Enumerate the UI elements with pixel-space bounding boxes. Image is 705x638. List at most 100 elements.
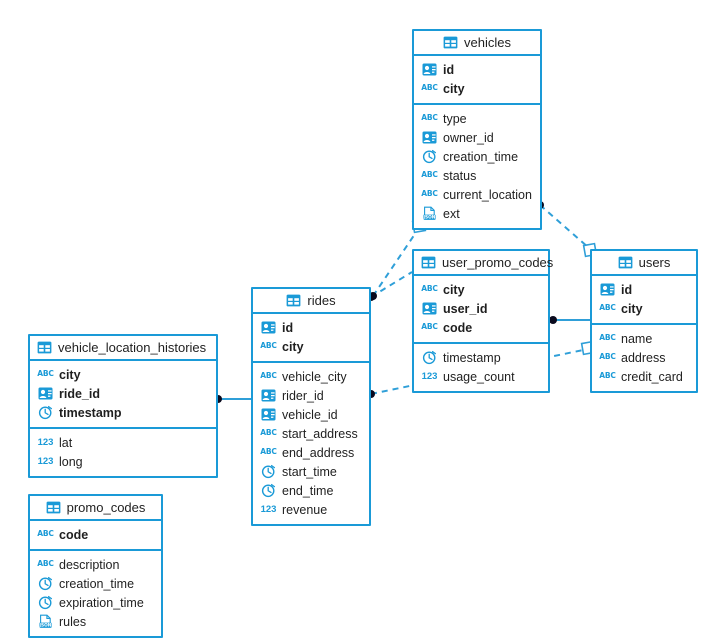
entity-title: vehicle_location_histories [58, 340, 207, 355]
clock-icon [261, 464, 276, 479]
table-icon [421, 255, 436, 270]
field-vehicles-ext[interactable]: JSON ext [414, 204, 540, 223]
field-label: ext [443, 206, 460, 221]
field-vehicles-owner_id[interactable]: owner_id [414, 128, 540, 147]
field-rides-end_time[interactable]: end_time [253, 481, 369, 500]
entity-header-vehicles: vehicles [414, 31, 540, 56]
field-label: creation_time [443, 149, 519, 164]
field-label: end_address [282, 445, 355, 460]
field-label: current_location [443, 187, 532, 202]
svg-text:JSON: JSON [422, 215, 435, 221]
table-icon [46, 500, 61, 515]
field-users-credit_card[interactable]: ABC credit_card [592, 367, 696, 386]
field-rides-vehicle_id[interactable]: vehicle_id [253, 405, 369, 424]
primary-key-field-user_promo_codes-user_id[interactable]: user_id [414, 299, 548, 318]
field-vehicles-creation_time[interactable]: creation_time [414, 147, 540, 166]
abc-text-icon: ABC [599, 370, 616, 380]
id-card-icon [422, 301, 437, 316]
field-label: description [59, 557, 120, 572]
relationship-rides-to-user-promo-codes[interactable] [367, 271, 413, 301]
entity-header-rides: rides [253, 289, 369, 314]
primary-key-field-users-id[interactable]: id [592, 280, 696, 299]
table-icon [286, 293, 301, 308]
primary-key-field-vehicle_location_histories-timestamp[interactable]: timestamp [30, 403, 216, 422]
relationship-vehicle-location-histories-to-rides[interactable] [214, 395, 251, 403]
field-label: credit_card [621, 369, 683, 384]
id-card-icon [38, 386, 53, 401]
id-card-icon [261, 407, 276, 422]
field-rides-start_time[interactable]: start_time [253, 462, 369, 481]
field-rides-rider_id[interactable]: rider_id [253, 386, 369, 405]
primary-key-field-promo_codes-code[interactable]: ABC code [30, 525, 161, 544]
field-label: creation_time [59, 576, 135, 591]
field-label: name [621, 331, 653, 346]
svg-text:JSON: JSON [38, 623, 51, 629]
abc-text-icon: ABC [260, 446, 277, 456]
entity-header-promo_codes: promo_codes [30, 496, 161, 521]
field-label: start_time [282, 464, 337, 479]
abc-text-icon: ABC [421, 112, 438, 122]
field-label: owner_id [443, 130, 494, 145]
table-icon [37, 340, 52, 355]
field-label: code [59, 527, 89, 542]
field-promo_codes-expiration_time[interactable]: expiration_time [30, 593, 161, 612]
table-icon [618, 255, 633, 270]
field-label: city [282, 339, 304, 354]
field-label: rules [59, 614, 87, 629]
field-promo_codes-rules[interactable]: JSON rules [30, 612, 161, 631]
id-card-icon [422, 62, 437, 77]
abc-text-icon: ABC [421, 283, 438, 293]
field-label: lat [59, 435, 73, 450]
field-rides-end_address[interactable]: ABC end_address [253, 443, 369, 462]
field-label: city [443, 81, 465, 96]
abc-text-icon: ABC [37, 528, 54, 538]
primary-key-field-vehicle_location_histories-ride_id[interactable]: ride_id [30, 384, 216, 403]
abc-text-icon: ABC [599, 332, 616, 342]
field-label: user_id [443, 301, 488, 316]
field-users-name[interactable]: ABC name [592, 329, 696, 348]
field-promo_codes-description[interactable]: ABC description [30, 555, 161, 574]
relationship-user-promo-codes-to-users[interactable] [549, 316, 590, 324]
field-label: expiration_time [59, 595, 144, 610]
entity-header-user_promo_codes: user_promo_codes [414, 251, 553, 276]
field-label: start_address [282, 426, 358, 441]
primary-key-field-rides-id[interactable]: id [253, 318, 369, 337]
id-card-icon [422, 130, 437, 145]
field-promo_codes-creation_time[interactable]: creation_time [30, 574, 161, 593]
abc-text-icon: ABC [37, 558, 54, 568]
123-number-icon: 123 [37, 455, 54, 467]
field-label: rider_id [282, 388, 324, 403]
primary-key-field-vehicles-id[interactable]: id [414, 60, 540, 79]
id-card-icon [600, 282, 615, 297]
id-card-icon [261, 320, 276, 335]
field-user_promo_codes-timestamp[interactable]: timestamp [414, 348, 548, 367]
connector-line [370, 271, 413, 298]
field-label: end_time [282, 483, 334, 498]
